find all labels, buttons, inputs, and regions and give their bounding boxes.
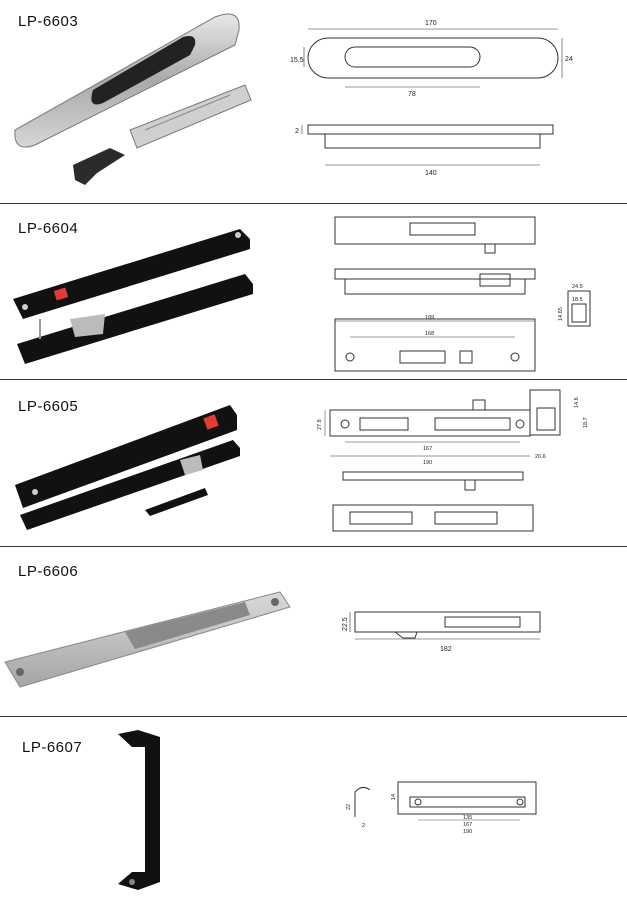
product-lp-6605: LP-6605 27.8 167 190 14.6 18.7 20.6 [0, 380, 627, 544]
product-photo [13, 229, 253, 364]
product-lp-6603: LP-6603 170 15.5 24 78 2 140 [0, 0, 627, 203]
dim-hole-spacing: 167 [423, 446, 432, 452]
model-label: LP-6606 [18, 563, 79, 580]
dim-depth: 14.65 [558, 307, 564, 321]
product-photo [14, 13, 252, 185]
technical-drawing: 170 15.5 24 78 2 140 [290, 20, 573, 177]
dim-flange-thickness: 2 [295, 128, 299, 135]
dim-side-b: 18.7 [583, 417, 589, 428]
dim-body-length: 167 [463, 822, 472, 828]
dim-total-length: 170 [425, 20, 437, 27]
product-lp-6607: LP-6607 135 167 190 22 14 2 [0, 717, 627, 899]
dim-total-length: 190 [463, 829, 472, 835]
dim-total-length: 182 [440, 646, 452, 653]
product-lp-6604: LP-6604 199 168 24.5 18.5 14.65 [0, 204, 627, 379]
dim-grip-height: 15.5 [290, 57, 304, 64]
technical-drawing: 135 167 190 22 14 2 [346, 781, 537, 835]
dim-thickness: 2 [362, 823, 365, 829]
dim-width: 24.5 [572, 284, 583, 290]
section-divider [0, 716, 627, 717]
product-photo [4, 591, 291, 688]
dim-height: 22.5 [342, 617, 349, 631]
dim-handle-height: 22 [346, 804, 352, 810]
technical-drawing: 22.5 182 [342, 611, 541, 653]
dim-body-length: 140 [425, 170, 437, 177]
product-photo [15, 405, 240, 530]
dim-height: 27.8 [317, 419, 323, 430]
section-divider [0, 379, 627, 380]
dim-side-width: 20.6 [535, 454, 546, 460]
dim-total-length: 190 [423, 460, 432, 466]
product-photo [118, 730, 160, 890]
technical-drawing: 199 168 24.5 18.5 14.65 [334, 216, 591, 372]
technical-drawing: 27.8 167 190 14.6 18.7 20.6 [317, 389, 589, 532]
dim-side-a: 14.6 [574, 397, 580, 408]
dim-base-height: 14 [391, 794, 397, 800]
dim-hole-spacing: 135 [463, 815, 472, 821]
product-lp-6606: LP-6606 22.5 182 [0, 547, 627, 715]
model-label: LP-6603 [18, 13, 79, 30]
dim-total-length: 199 [425, 315, 434, 321]
section-divider [0, 546, 627, 547]
dim-grip-length: 78 [408, 91, 416, 98]
model-label: LP-6607 [22, 739, 83, 756]
dim-inner-width: 18.5 [572, 297, 583, 303]
dim-hole-spacing: 168 [425, 331, 434, 337]
dim-height: 24 [565, 56, 573, 63]
section-divider [0, 203, 627, 204]
model-label: LP-6605 [18, 398, 79, 415]
model-label: LP-6604 [18, 220, 79, 237]
